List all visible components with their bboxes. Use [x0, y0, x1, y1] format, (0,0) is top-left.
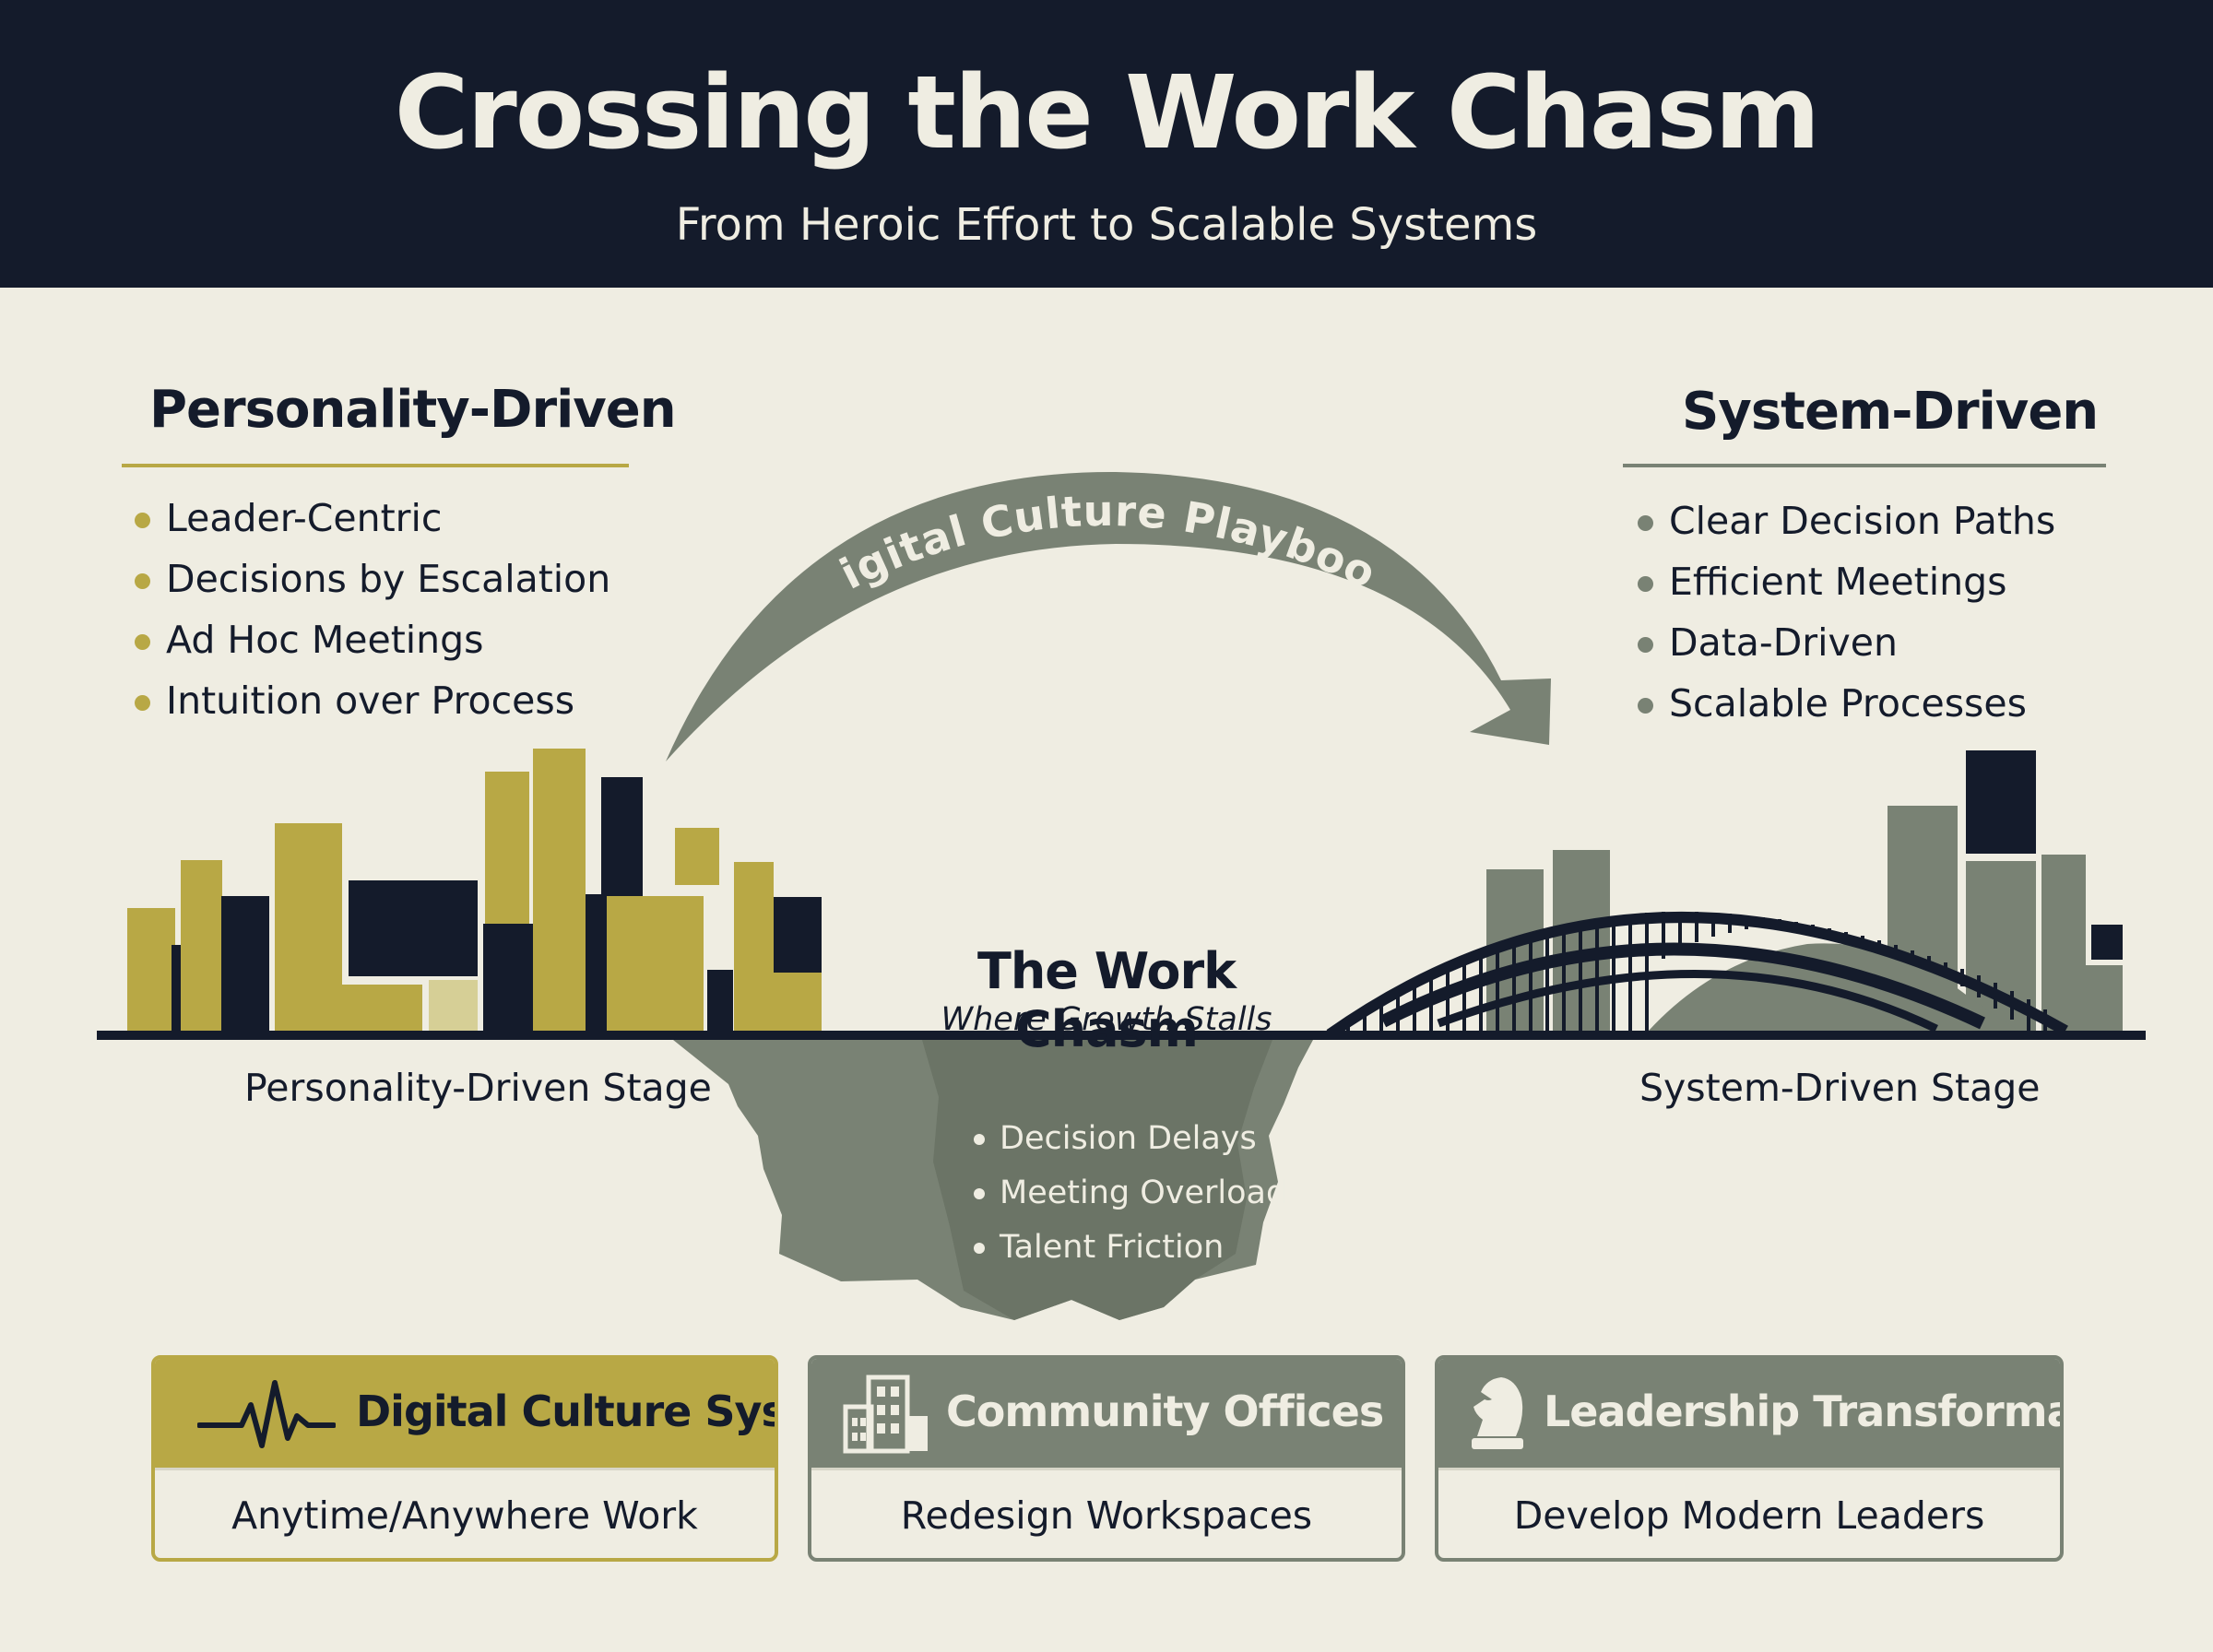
card-community-offices: Community Offices Redesign Workspaces: [808, 1355, 1405, 1562]
card-text: Redesign Workspaces: [811, 1468, 1402, 1558]
card-title: Community Offices: [946, 1386, 1383, 1436]
chasm-bullet-item: Talent Friction: [970, 1222, 1286, 1277]
card-leadership-transformation: Leadership Transformation Develop Modern…: [1435, 1355, 2064, 1562]
right-bullet-item: Scalable Processes: [1638, 676, 2055, 737]
right-stage-label: System-Driven Stage: [1639, 1066, 2040, 1110]
card-header: Leadership Transformation: [1438, 1359, 2060, 1468]
bullet-icon: [1638, 637, 1653, 653]
left-bullet-item: Ad Hoc Meetings: [135, 612, 610, 673]
card-digital-culture-system: Digital Culture System Anytime/Anywhere …: [151, 1355, 778, 1562]
right-bullet-item: Data-Driven: [1638, 615, 2055, 676]
left-heading-rule: [122, 464, 629, 467]
right-heading-rule: [1623, 464, 2106, 467]
right-heading: System-Driven: [1682, 382, 2098, 442]
left-bullet-item: Intuition over Process: [135, 673, 610, 734]
card-header: Digital Culture System: [155, 1359, 775, 1468]
bullet-icon: [135, 634, 150, 650]
left-bullet-list: Leader-Centric Decisions by Escalation A…: [135, 490, 610, 734]
chasm-title: The Work Chasm: [885, 942, 1328, 1058]
left-bullet-item: Leader-Centric: [135, 490, 610, 551]
bullet-icon: [1638, 698, 1653, 714]
card-title: Leadership Transformation: [1544, 1386, 2064, 1436]
bullet-icon: [974, 1134, 985, 1145]
right-bullet-item: Clear Decision Paths: [1638, 493, 2055, 554]
chasm-bullet-item: Decision Delays: [970, 1114, 1286, 1168]
bullet-icon: [974, 1243, 985, 1254]
left-city-skyline: [127, 749, 822, 1031]
bullet-icon: [974, 1188, 985, 1199]
card-text: Develop Modern Leaders: [1438, 1468, 2060, 1558]
card-text: Anytime/Anywhere Work: [155, 1468, 775, 1558]
bullet-icon: [1638, 515, 1653, 531]
bullet-icon: [1638, 576, 1653, 592]
heartbeat-icon: [197, 1377, 336, 1451]
left-bullet-item: Decisions by Escalation: [135, 551, 610, 612]
left-stage-label: Personality-Driven Stage: [244, 1066, 712, 1110]
bullet-icon: [135, 573, 150, 589]
chasm-subtitle: Where Growth Stalls: [885, 1001, 1328, 1038]
right-bullet-item: Efficient Meetings: [1638, 554, 2055, 615]
chasm-bullet-item: Meeting Overload: [970, 1168, 1286, 1222]
bullet-icon: [135, 695, 150, 711]
bullet-icon: [135, 513, 150, 528]
left-heading: Personality-Driven: [149, 380, 676, 440]
card-header: Community Offices: [811, 1359, 1402, 1468]
chasm-bullet-list: Decision Delays Meeting Overload Talent …: [970, 1114, 1286, 1277]
chess-knight-icon: [1464, 1372, 1529, 1455]
card-title: Digital Culture System: [356, 1386, 778, 1436]
right-bullet-list: Clear Decision Paths Efficient Meetings …: [1638, 493, 2055, 737]
building-icon: [843, 1374, 931, 1457]
